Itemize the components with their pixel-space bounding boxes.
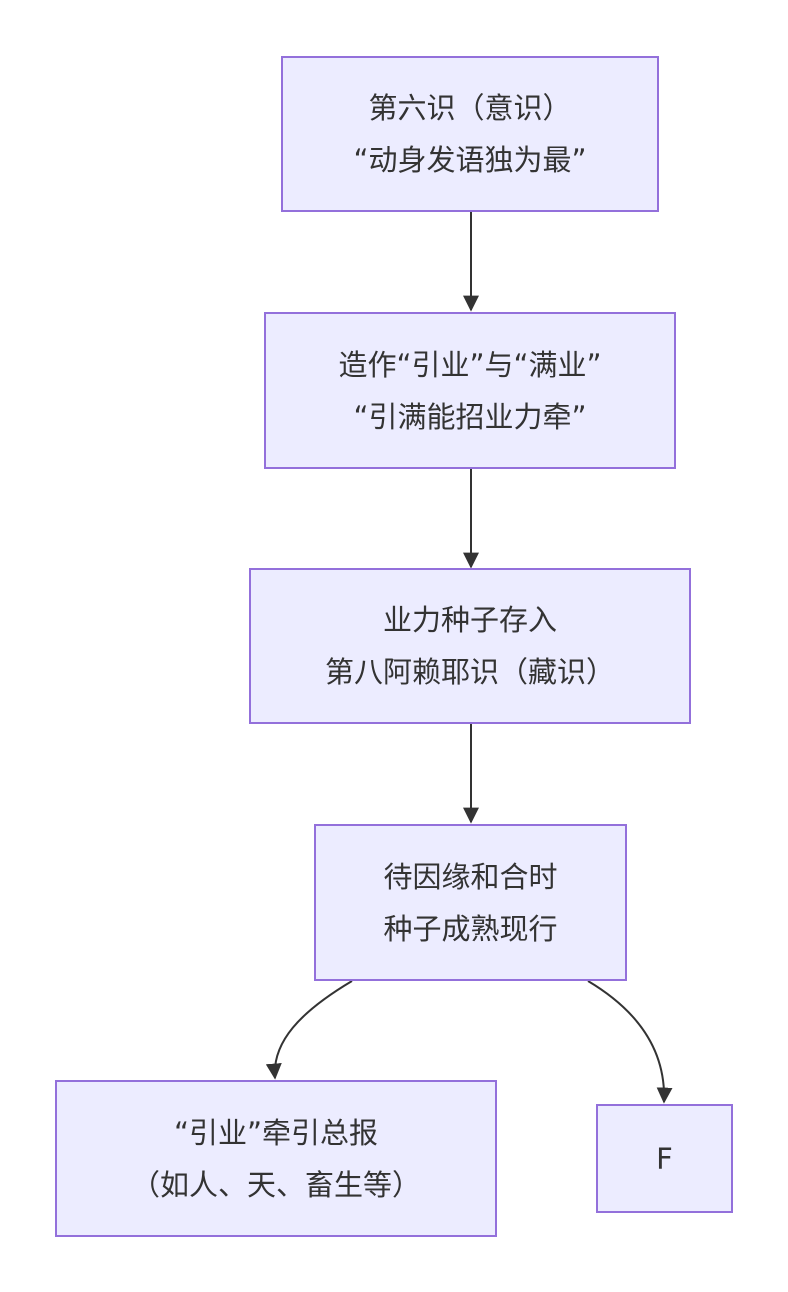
node-create-karma: 造作“引业”与“满业” “引满能招业力牵” [264, 312, 676, 469]
node-alaya-seeds: 业力种子存入 第八阿赖耶识（藏识） [249, 568, 691, 724]
node-label: 待因缘和合时 [383, 859, 558, 894]
node-sixth-consciousness: 第六识（意识） “动身发语独为最” [281, 56, 659, 212]
node-label: “引满能招业力牵” [353, 399, 587, 434]
node-label: 第八阿赖耶识（藏识） [324, 655, 615, 689]
node-seeds-ripen: 待因缘和合时 种子成熟现行 [314, 824, 627, 981]
node-label: “动身发语独为最” [353, 143, 587, 177]
node-projecting-karma-result: “引业”牵引总报 （如人、天、畜生等） [55, 1080, 497, 1237]
node-label: 种子成熟现行 [383, 911, 558, 946]
edge-n4-n5 [265, 980, 353, 1080]
node-f: F [596, 1104, 733, 1213]
edge-n4-n6 [587, 980, 673, 1104]
node-label: 造作“引业”与“满业” [338, 347, 602, 382]
node-label: F [656, 1141, 673, 1176]
node-label: 业力种子存入 [382, 603, 557, 637]
node-label: （如人、天、畜生等） [130, 1167, 421, 1202]
node-label: 第六识（意识） [368, 91, 572, 125]
node-label: “引业”牵引总报 [173, 1115, 379, 1150]
